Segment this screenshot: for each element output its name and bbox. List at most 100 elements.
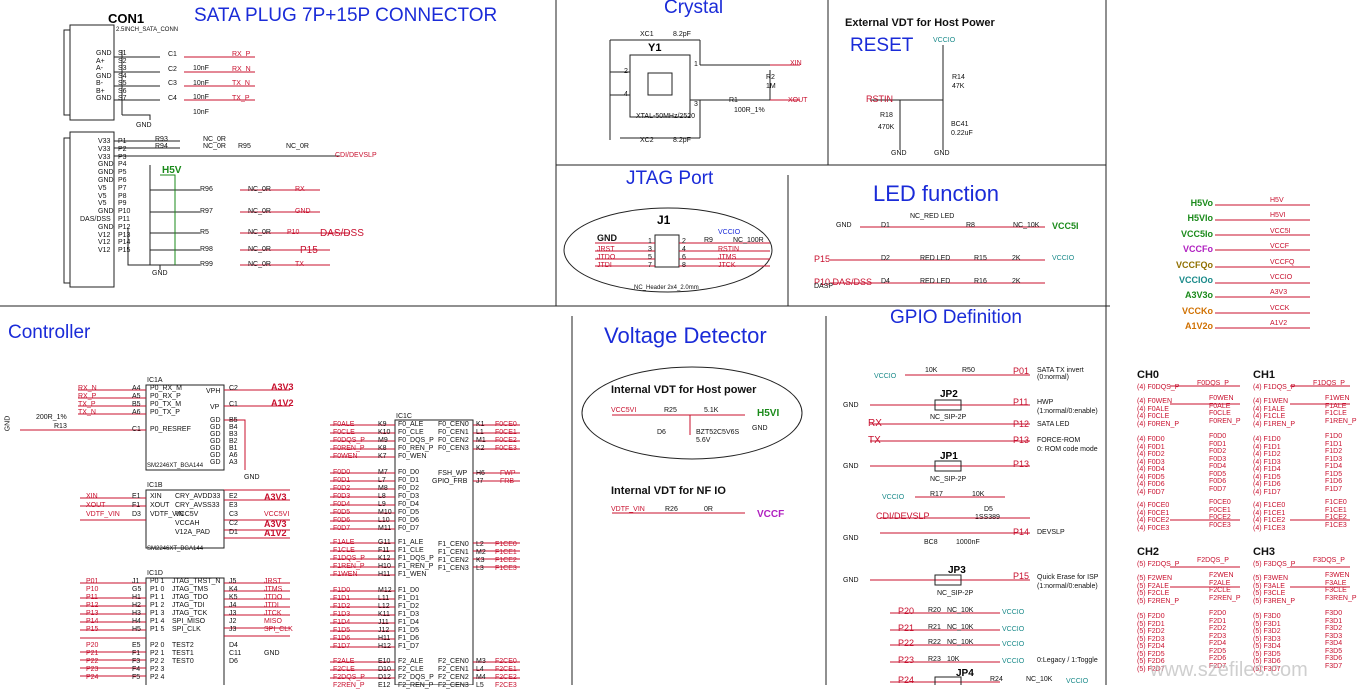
ic1a-gd-label: GD [210, 424, 221, 431]
ic1c-sig: F0_D2 [398, 485, 420, 492]
watermark: www.szefiles.com [1150, 659, 1308, 681]
vdt-vccf: VCCF [757, 509, 785, 520]
r13-ref: R13 [54, 423, 67, 430]
vdt-h5vi: H5VI [757, 408, 780, 419]
channel-data-out: F0D3 [1209, 455, 1227, 463]
jtag-right-net: JTMS [718, 254, 737, 261]
channel-data-out: F1D6 [1325, 478, 1343, 485]
title-sata: SATA PLUG 7P+15P CONNECTOR [194, 5, 498, 26]
ic1a-gnd: GND [244, 474, 260, 481]
led-diode-label: NC_RED LED [910, 213, 955, 220]
ic1d-right-net: JRST [264, 578, 282, 585]
channel-data-out: F0D2 [1209, 448, 1227, 455]
gpio-p01-desc: SATA TX invert (0:normal) [1037, 367, 1084, 381]
ic1a-pin: A6 [132, 409, 141, 416]
ic1d-right-net: GND [264, 650, 280, 657]
sata-top-pin-name: B+ [96, 87, 105, 95]
power-rail-in: VCCFo [1183, 244, 1213, 255]
channel-ce: (4) F1CE0 [1253, 502, 1286, 509]
jp4-body [934, 676, 962, 685]
title-led: LED function [873, 181, 999, 206]
ic1d-net: P10 [86, 586, 99, 593]
channel-dqs: (5) F3DQS_P [1253, 561, 1296, 568]
ic1b-pin: E1 [132, 493, 141, 500]
ic1c-sig: F0_WEN [398, 453, 427, 460]
d6-ref: D6 [657, 429, 666, 436]
gpio-p14: P14 [1013, 527, 1030, 537]
ic1d-pin: F5 [132, 674, 141, 681]
ic1d-right-pin: K4 [229, 586, 238, 593]
jtag-right-pin: 4 [682, 246, 686, 253]
ic1d-pin: H3 [132, 610, 141, 617]
jtag-right-pin: 6 [682, 254, 686, 261]
ic1c-pin: J11 [378, 619, 389, 626]
ic1d-pin: F4 [132, 666, 141, 673]
ic1d-net: P24 [86, 674, 99, 681]
ic1c-sig: F1_WEN [398, 571, 427, 578]
led-diode-label: RED LED [920, 278, 951, 285]
sata-bot-pin-name: V5 [98, 184, 107, 192]
r2-ref: R2 [766, 74, 775, 81]
ic1a-gd-pin: A6 [229, 452, 238, 459]
ic1d-right-pin: J3 [229, 626, 237, 633]
channel-dqs-out: F3DQS_P [1313, 557, 1345, 564]
channel-data: (4) F0D1 [1137, 443, 1165, 451]
led-net: VCC5I [1052, 221, 1079, 231]
y1-ref: Y1 [648, 42, 662, 54]
ic1d-pin: J1 [132, 578, 140, 585]
sata-bot-pin-num: P11 [118, 216, 130, 223]
channel-ctrl-out: F0ALE [1209, 402, 1231, 410]
ic1c-pin: M12 [378, 587, 392, 594]
sata-res-val: NC_0R [248, 208, 271, 215]
title-voltage: Voltage Detector [604, 323, 767, 348]
ic1c-pin: H11 [378, 571, 391, 578]
channel-data: (4) F0D2 [1137, 451, 1165, 458]
title-reset: RESET [850, 35, 914, 56]
ic1c-pin: M8 [378, 485, 388, 492]
ic1d-right-pin: J2 [229, 618, 237, 625]
ic1d-right-sig: TEST1 [172, 650, 194, 657]
channel-ce: (4) F0CE3 [1137, 524, 1170, 532]
xc1-ref: XC1 [640, 31, 654, 38]
channel-data: (5) F2D3 [1137, 635, 1165, 643]
ic1c-net: F0D5 [333, 509, 351, 516]
jtag-left-net: JRST [597, 246, 615, 253]
channel-data: (5) F2D2 [1137, 628, 1165, 635]
led-res-ref: R16 [974, 278, 987, 285]
ic1a-sig: P0_RX_M [150, 385, 182, 392]
r13-val: 200R_1% [36, 414, 67, 421]
sata-top-pin-num: S3 [118, 65, 127, 72]
ic1c-pin: K9 [378, 421, 387, 428]
ic1d-sig: P1 2 [150, 602, 165, 609]
ic1c-net: F0D7 [333, 525, 351, 532]
ic1c-ref: IC1C [396, 413, 412, 420]
ic1c-sig: F0_D7 [398, 525, 420, 532]
crystal-inner [647, 72, 673, 96]
sata-conn-tab1 [63, 29, 71, 116]
gpio-pull-vccio: VCCIO [1002, 641, 1025, 648]
jtag-left-pin: 5 [648, 254, 652, 261]
title-controller: Controller [8, 322, 91, 343]
xc1-val: 8.2pF [673, 31, 691, 38]
ic1d-right-net: SPI_CLK [264, 626, 293, 633]
channel-data: (5) F3D4 [1253, 643, 1281, 650]
sata-top-pin-num: S5 [118, 80, 127, 87]
bc8-val: 1000nF [956, 539, 980, 546]
sata-cap-ref: C3 [168, 80, 177, 87]
ic1c-sig: F1_DQS_P [398, 555, 434, 562]
r17-ref: R17 [930, 491, 943, 498]
ic1d-sig: P1 4 [150, 618, 165, 625]
sata-res-net: TX [295, 261, 304, 268]
ic1d-sig: P2 0 [150, 642, 165, 649]
ic1c-right-net: F0CE2 [495, 437, 517, 444]
ic1c-net: F1CLE [333, 547, 355, 554]
jtag-left-net: JTDO [597, 254, 616, 261]
ic1c-net: F1D1 [333, 595, 351, 602]
channel-ce-out: F0CE2 [1209, 514, 1231, 521]
channel-data-out: F2D5 [1209, 647, 1227, 655]
reset-vccio: VCCIO [933, 37, 956, 44]
channel-data: (5) F2D1 [1137, 620, 1165, 628]
ic1c-pin: L9 [378, 501, 386, 508]
ic1c-right-sig: F2_CEN2 [438, 674, 469, 681]
ic1c-net: F2REN_P [333, 682, 365, 689]
